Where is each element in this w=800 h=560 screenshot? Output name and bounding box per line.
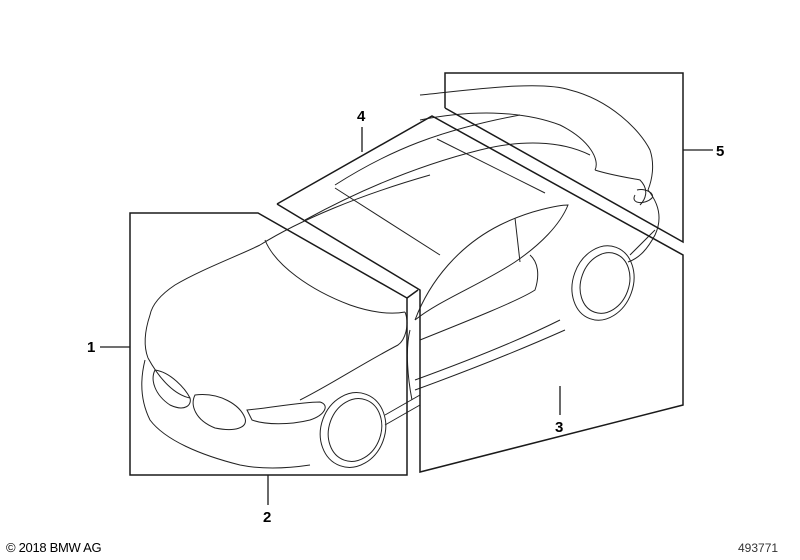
image-number: 493771: [738, 541, 779, 555]
frame-4: [276, 115, 684, 473]
callout-4[interactable]: 4: [357, 108, 366, 125]
frame-5: [444, 72, 684, 244]
leader-lines: [100, 127, 713, 505]
callout-3[interactable]: 3: [555, 419, 564, 436]
frame-1: [129, 212, 408, 476]
car-outline: [141, 85, 660, 469]
copyright-notice: © 2018 BMW AG: [6, 540, 102, 555]
callout-frames: [129, 72, 684, 476]
callout-5[interactable]: 5: [716, 143, 725, 160]
callout-2[interactable]: 2: [263, 509, 272, 526]
callout-1[interactable]: 1: [87, 339, 96, 356]
